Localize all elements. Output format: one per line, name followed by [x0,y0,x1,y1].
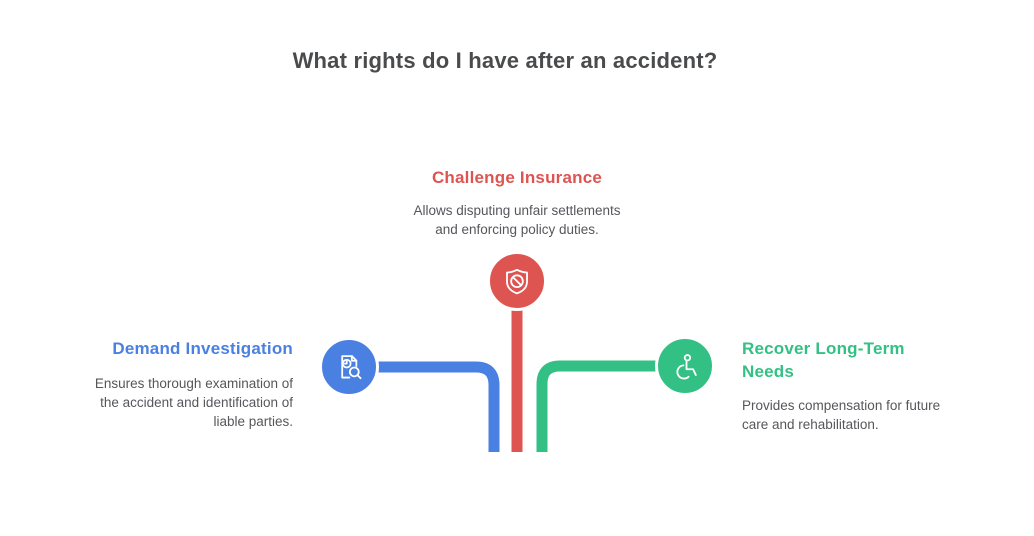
branch-label: Challenge Insurance [431,168,603,187]
branch-label: Demand Investigation [112,339,293,358]
node-recover-long-term [655,336,715,396]
branch-label: Recover Long-Term Needs [742,339,905,381]
branch-description: Provides compensation for future care an… [742,398,941,432]
branch-challenge-insurance: Challenge Insurance Allows disputing unf… [367,166,667,239]
shield-block-icon [506,268,528,295]
node-demand-investigation [319,337,379,397]
branch-description: Ensures thorough examination of the acci… [94,376,293,429]
branch-recover-long-term: Recover Long-Term Needs Provides compens… [742,337,992,434]
branch-description: Allows disputing unfair settlements and … [413,203,621,237]
branch-demand-investigation: Demand Investigation Ensures thorough ex… [43,337,293,431]
document-search-icon [341,355,362,380]
wheelchair-icon [676,354,697,380]
page-title: What rights do I have after an accident? [292,48,718,73]
node-challenge-insurance [487,251,547,311]
